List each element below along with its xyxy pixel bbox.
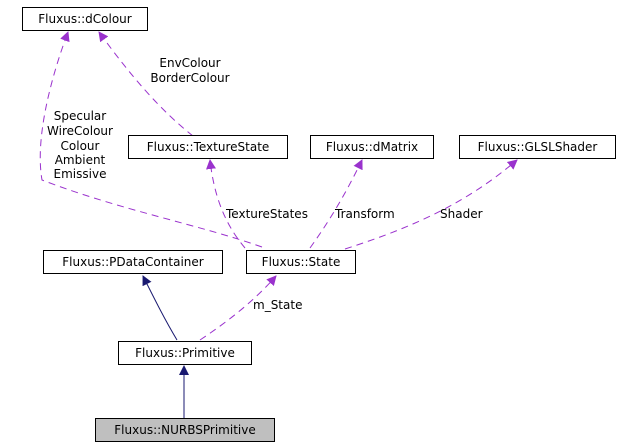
edge-label-transform: Transform (335, 207, 395, 221)
edge-label-texturestates: TextureStates (226, 207, 308, 221)
edge-state-texturestate (206, 159, 246, 249)
edge-label-bordercolour: BorderColour (150, 71, 230, 85)
edge-state-glslshader (344, 159, 518, 250)
edge-label-specular: Specular (53, 109, 107, 123)
edge-label-emissive: Emissive (53, 167, 107, 181)
edge-label-mstate: m_State (253, 298, 303, 312)
node-state[interactable]: Fluxus::State (246, 250, 356, 274)
node-texturestate[interactable]: Fluxus::TextureState (128, 135, 288, 159)
edge-label-colour: Colour (60, 139, 100, 153)
edge-state-dmatrix (309, 159, 363, 249)
node-pdatacontainer[interactable]: Fluxus::PDataContainer (43, 250, 223, 274)
edge-primitive-state (199, 275, 277, 341)
node-dmatrix[interactable]: Fluxus::dMatrix (310, 135, 434, 159)
edge-label-envcolour: EnvColour (159, 56, 221, 70)
edge-label-wirecolour: WireColour (47, 124, 113, 138)
edge-texturestate-dcolour (98, 31, 194, 137)
node-primitive[interactable]: Fluxus::Primitive (118, 341, 252, 365)
edge-label-shader: Shader (440, 207, 483, 221)
node-glslshader[interactable]: Fluxus::GLSLShader (459, 135, 616, 159)
edge-primitive-pdatacontainer (142, 275, 178, 341)
edge-state-dcolour (39, 31, 263, 248)
node-nurbsprimitive[interactable]: Fluxus::NURBSPrimitive (95, 418, 275, 442)
node-dcolour[interactable]: Fluxus::dColour (22, 7, 148, 31)
edge-label-ambient: Ambient (54, 153, 106, 167)
